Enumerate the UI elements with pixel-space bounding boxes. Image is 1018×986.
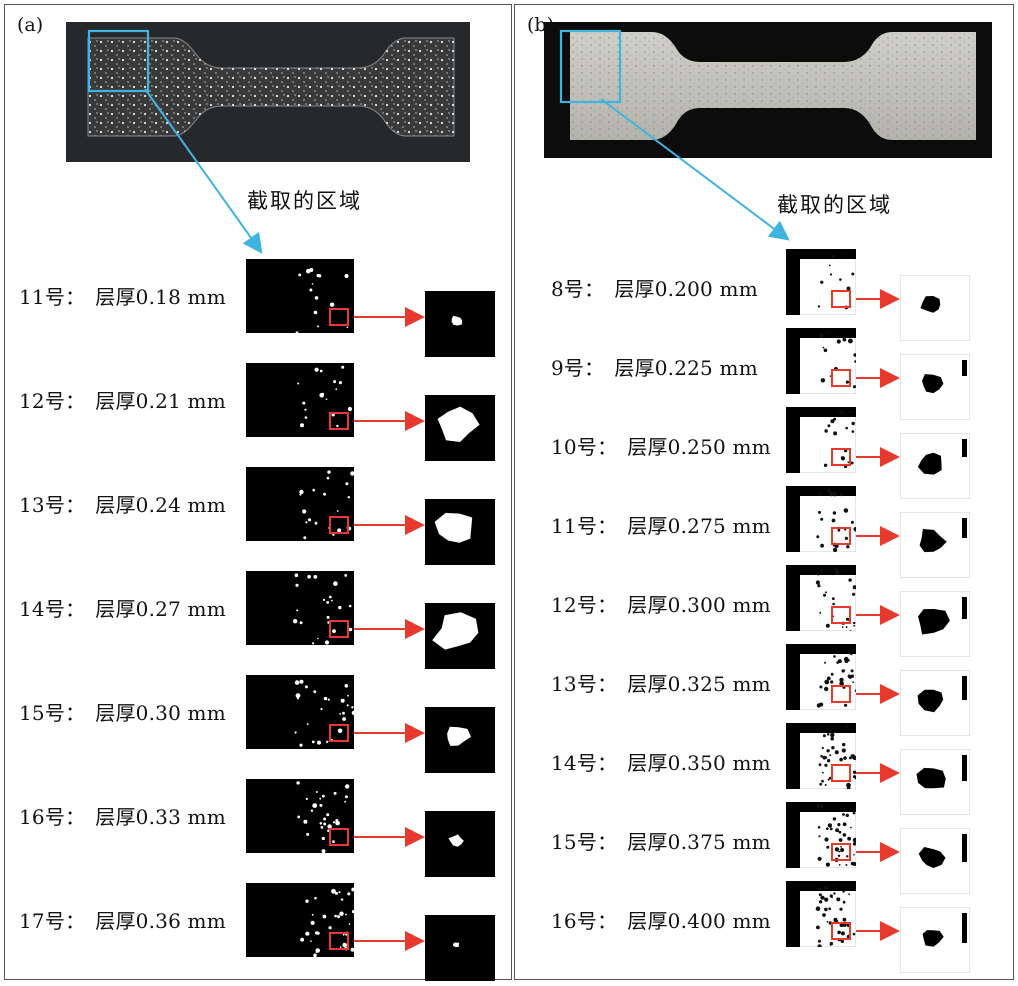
row-label: 13号：层厚0.24 mm (19, 493, 226, 517)
crop-image (246, 363, 354, 437)
layer-thickness: 层厚0.375 mm (627, 830, 771, 854)
layer-thickness: 层厚0.18 mm (95, 285, 226, 309)
zoom-image (425, 811, 495, 877)
zoom-image (900, 512, 970, 578)
zoom-image (900, 670, 970, 736)
row-label: 14号：层厚0.350 mm (551, 751, 771, 775)
crop-image (786, 565, 856, 631)
sample-id: 8号 (551, 277, 585, 301)
row-label: 8号：层厚0.200 mm (551, 277, 758, 301)
sample-id: 13号 (551, 672, 598, 696)
crop-image (786, 881, 856, 947)
row-label: 12号：层厚0.21 mm (19, 389, 226, 413)
sample-id: 9号 (551, 356, 585, 380)
row-label: 16号：层厚0.33 mm (19, 805, 226, 829)
crop-image (786, 802, 856, 868)
layer-thickness: 层厚0.325 mm (627, 672, 771, 696)
region-label-a: 截取的区域 (247, 189, 362, 213)
zoom-image (900, 828, 970, 894)
layer-thickness: 层厚0.33 mm (95, 805, 226, 829)
row-label: 17号：层厚0.36 mm (19, 909, 226, 933)
sample-id: 12号 (551, 593, 598, 617)
zoom-image (425, 603, 495, 669)
sample-id: 13号 (19, 493, 66, 517)
zoom-image (425, 915, 495, 981)
zoom-image (425, 499, 495, 565)
region-label-b: 截取的区域 (777, 193, 892, 217)
panel-a: (a) 截取的区域 11号：层厚0.18 mm 12号：层厚0.21 mm 13号：… (4, 4, 512, 981)
layer-thickness: 层厚0.200 mm (614, 277, 758, 301)
layer-thickness: 层厚0.350 mm (627, 751, 771, 775)
crop-image (246, 779, 354, 853)
zoom-image (425, 291, 495, 357)
sample-id: 17号 (19, 909, 66, 933)
layer-thickness: 层厚0.300 mm (627, 593, 771, 617)
sample-id: 16号 (551, 909, 598, 933)
row-label: 11号：层厚0.275 mm (551, 514, 771, 538)
zoom-image (900, 907, 970, 973)
layer-thickness: 层厚0.250 mm (627, 435, 771, 459)
zoom-image (900, 749, 970, 815)
crop-image (786, 328, 856, 394)
crop-image (246, 571, 354, 645)
crop-image (786, 644, 856, 710)
sample-id: 16号 (19, 805, 66, 829)
row-label: 15号：层厚0.375 mm (551, 830, 771, 854)
row-label: 16号：层厚0.400 mm (551, 909, 771, 933)
layer-thickness: 层厚0.27 mm (95, 597, 226, 621)
row-label: 10号：层厚0.250 mm (551, 435, 771, 459)
zoom-image (425, 707, 495, 773)
crop-image (246, 883, 354, 957)
row-label: 14号：层厚0.27 mm (19, 597, 226, 621)
zoom-image (900, 275, 970, 341)
zoom-image (900, 433, 970, 499)
specimen-image-a (66, 22, 470, 162)
zoom-image (425, 395, 495, 461)
specimen-image-b (544, 22, 992, 158)
sample-id: 14号 (19, 597, 66, 621)
crop-image (246, 467, 354, 541)
layer-thickness: 层厚0.21 mm (95, 389, 226, 413)
layer-thickness: 层厚0.24 mm (95, 493, 226, 517)
layer-thickness: 层厚0.225 mm (614, 356, 758, 380)
row-label: 9号：层厚0.225 mm (551, 356, 758, 380)
row-label: 13号：层厚0.325 mm (551, 672, 771, 696)
zoom-image (900, 354, 970, 420)
crop-image (786, 486, 856, 552)
sample-id: 15号 (19, 701, 66, 725)
sample-id: 11号 (19, 285, 66, 309)
layer-thickness: 层厚0.275 mm (627, 514, 771, 538)
sample-id: 10号 (551, 435, 598, 459)
sample-id: 14号 (551, 751, 598, 775)
layer-thickness: 层厚0.36 mm (95, 909, 226, 933)
sample-id: 11号 (551, 514, 598, 538)
sample-id: 15号 (551, 830, 598, 854)
crop-image (786, 723, 856, 789)
panel-b: (b) 截取的区域 8号：层厚0.200 (514, 4, 1014, 980)
layer-thickness: 层厚0.30 mm (95, 701, 226, 725)
row-label: 11号：层厚0.18 mm (19, 285, 226, 309)
zoom-image (900, 591, 970, 657)
crop-image (246, 259, 354, 333)
layer-thickness: 层厚0.400 mm (627, 909, 771, 933)
crop-image (246, 675, 354, 749)
row-label: 15号：层厚0.30 mm (19, 701, 226, 725)
crop-image (786, 249, 856, 315)
row-label: 12号：层厚0.300 mm (551, 593, 771, 617)
sample-id: 12号 (19, 389, 66, 413)
panel-label-a: (a) (15, 13, 46, 37)
crop-image (786, 407, 856, 473)
